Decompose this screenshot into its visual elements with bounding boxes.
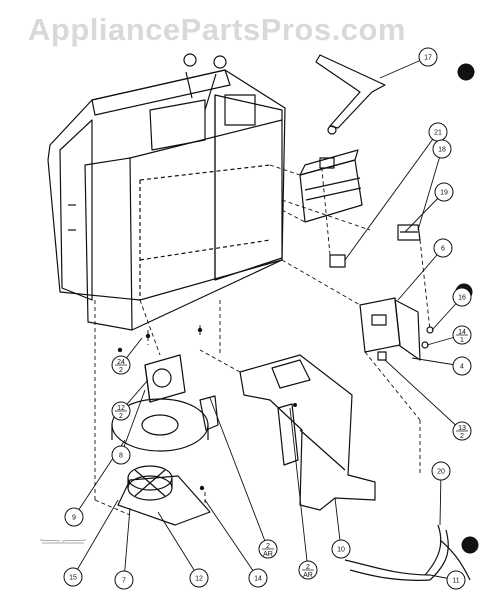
callout-8: 8 — [111, 445, 131, 465]
print-stamp — [39, 539, 87, 544]
callout-bubble — [433, 238, 453, 258]
callout-bubble — [63, 567, 83, 587]
callout-number: 21 — [434, 130, 442, 137]
callout-number: 19 — [440, 190, 448, 197]
callout-number: 9 — [72, 515, 76, 522]
callout-leader — [344, 131, 439, 261]
callout-bubble — [248, 568, 268, 588]
callout-number: 24 — [117, 359, 125, 366]
callout-leader — [289, 407, 309, 571]
callout-bubble — [446, 570, 466, 590]
callout-14: 141 — [452, 325, 472, 345]
callout-12: 12 — [189, 568, 209, 588]
callout-19: 19 — [434, 182, 454, 202]
callout-number: 12 — [117, 405, 125, 412]
callout-7: 7 — [114, 570, 134, 590]
callout-bubble — [432, 139, 452, 159]
callout-bubble — [431, 461, 451, 481]
callout-9: 9 — [64, 507, 84, 527]
control-bracket — [359, 297, 434, 361]
callout-12: 122 — [111, 401, 131, 421]
callout-number: 20 — [437, 469, 445, 476]
callout-leader — [417, 148, 443, 231]
callout-number: 2 — [266, 543, 270, 550]
callout-24: 242 — [111, 355, 131, 375]
callout-bubble — [331, 539, 351, 559]
callout-quantity: AR — [263, 551, 273, 558]
callout-number: 4 — [460, 364, 464, 371]
callout-leader — [209, 397, 269, 550]
callout-leader — [157, 511, 200, 579]
callout-number: 10 — [337, 547, 345, 554]
callout-14: 14 — [248, 568, 268, 588]
registration-marks — [455, 63, 479, 554]
callout-leader — [72, 499, 119, 578]
callout-quantity: 1 — [460, 337, 464, 344]
callout-bubble — [111, 445, 131, 465]
callout-bubble — [189, 568, 209, 588]
blower-wheel — [127, 465, 173, 501]
callout-16: 16 — [452, 287, 472, 307]
callout-2: 2AR — [258, 539, 278, 559]
callout-bubble — [418, 47, 438, 67]
air-duct — [239, 354, 376, 511]
callout-quantity: 2 — [119, 367, 123, 374]
callout-number: 11 — [452, 578, 459, 585]
cabinet-assembly — [47, 53, 286, 331]
callout-number: 15 — [69, 575, 77, 582]
fan-motor — [144, 354, 186, 403]
callout-2: 2AR — [298, 560, 318, 580]
callout-quantity: 2 — [460, 433, 464, 440]
callout-leader — [397, 247, 444, 301]
assembly-guides — [94, 164, 431, 516]
callout-number: 12 — [195, 576, 203, 583]
callout-20: 20 — [431, 461, 451, 481]
callout-13: 132 — [452, 421, 472, 441]
callout-number: 14 — [254, 576, 262, 583]
callout-15: 15 — [63, 567, 83, 587]
callout-number: 18 — [438, 147, 446, 154]
callout-number: 6 — [441, 246, 445, 253]
callout-4: 4 — [452, 356, 472, 376]
callout-number: 7 — [122, 578, 126, 585]
callout-bubble — [452, 356, 472, 376]
callout-10: 10 — [331, 539, 351, 559]
magnetron — [299, 149, 363, 223]
callout-21: 21 — [428, 122, 448, 142]
callout-leader — [204, 499, 259, 579]
callout-leader — [384, 359, 463, 432]
callout-number: 8 — [119, 453, 123, 460]
callout-bubble — [64, 507, 84, 527]
callout-leader — [120, 389, 146, 456]
callout-bubble — [452, 287, 472, 307]
callout-quantity: AR — [303, 572, 313, 579]
callout-11: 11 — [446, 570, 466, 590]
callout-leader — [123, 507, 131, 581]
blower-cover-plate — [117, 475, 211, 526]
thermal-fuse — [315, 54, 386, 135]
callout-quantity: 2 — [119, 413, 123, 420]
callout-number: 2 — [306, 564, 310, 571]
callout-18: 18 — [432, 139, 452, 159]
callout-17: 17 — [418, 47, 438, 67]
callout-number: 14 — [458, 329, 466, 336]
callout-6: 6 — [433, 238, 453, 258]
callout-number: 16 — [458, 295, 466, 302]
callout-bubble — [114, 570, 134, 590]
blower-housing — [111, 395, 219, 452]
callout-number: 17 — [424, 55, 432, 62]
fuse-holder — [329, 224, 421, 268]
callout-number: 13 — [458, 425, 466, 432]
callout-bubble — [434, 182, 454, 202]
wire-harness — [344, 524, 471, 581]
